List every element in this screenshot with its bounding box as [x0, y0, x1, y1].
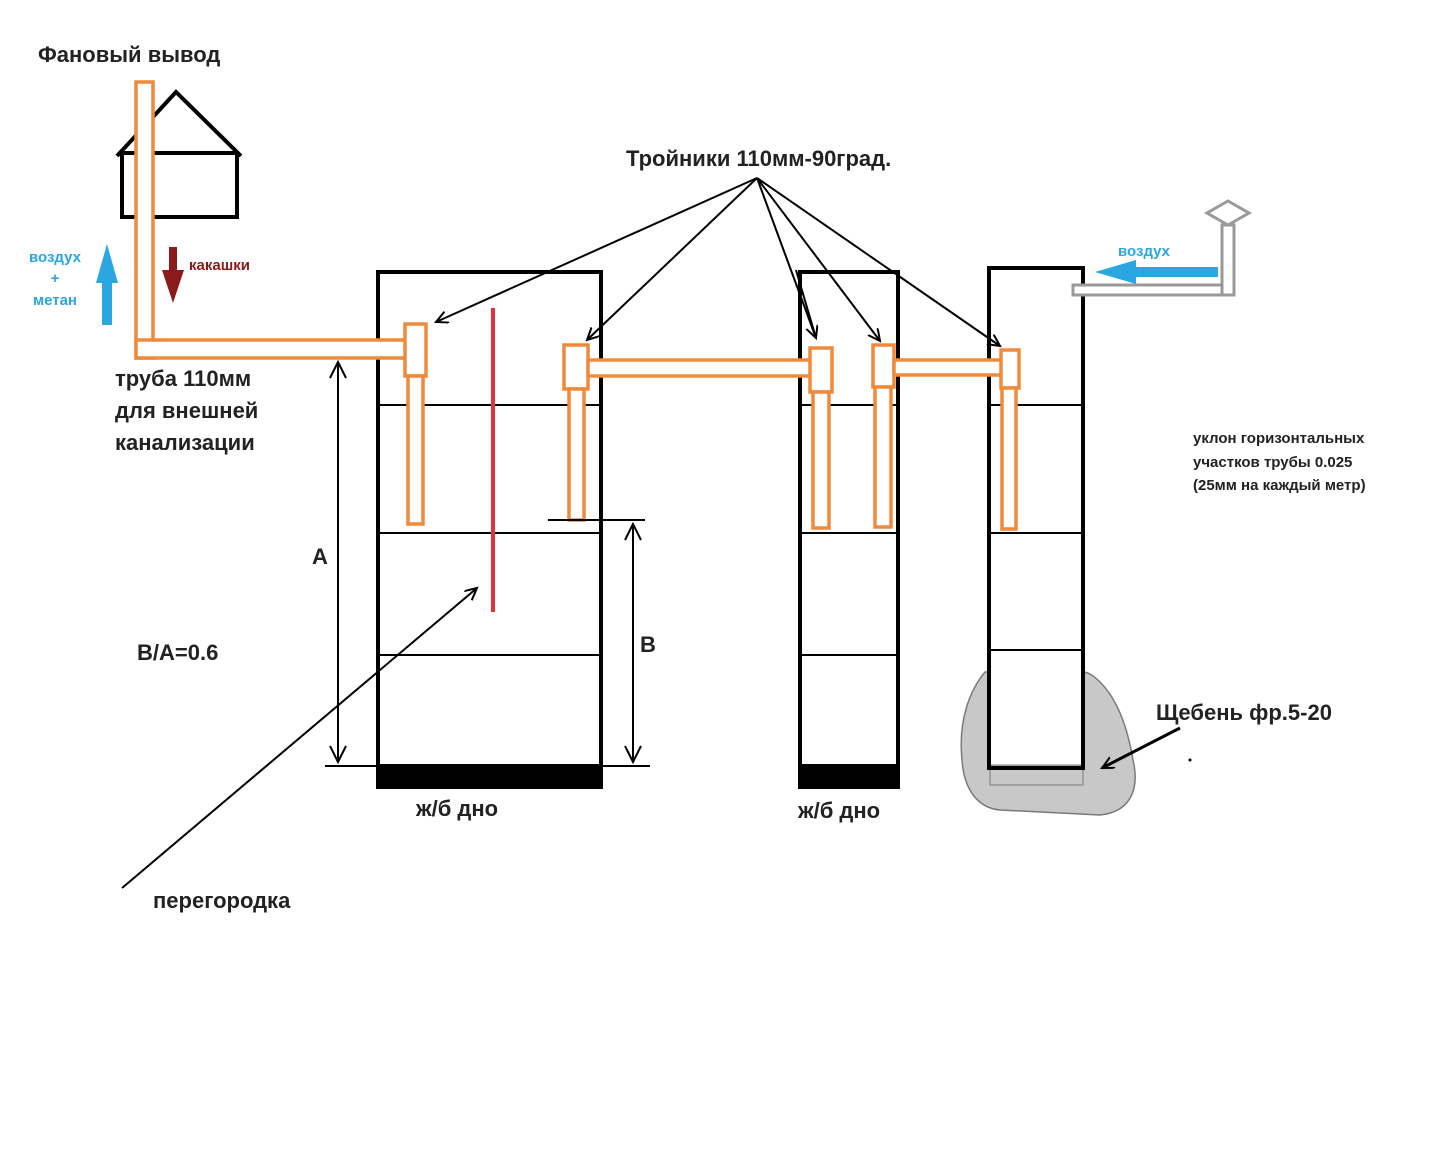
air-methane-label-3: метан — [33, 292, 77, 309]
air-methane-label-1: воздух — [29, 249, 82, 266]
stray-dot — [1188, 758, 1192, 762]
pipe-2-3 — [892, 358, 1006, 377]
tee-4-leg — [873, 385, 893, 529]
tee-3-leg — [811, 390, 831, 530]
tee-3 — [808, 346, 834, 394]
tee-2 — [562, 343, 590, 391]
pipe-label-2: для внешней — [115, 398, 258, 423]
dimension-a — [325, 359, 650, 767]
bottom-2-label: ж/б дно — [797, 798, 880, 823]
fan-vent-label: Фановый вывод — [38, 42, 220, 67]
poop-label: какашки — [189, 257, 250, 274]
gravel-label: Щебень фр.5-20 — [1156, 700, 1332, 725]
tee-1-leg — [406, 374, 425, 526]
air-right-label: воздух — [1118, 243, 1171, 260]
slope-label-2: участков трубы 0.025 — [1193, 454, 1352, 471]
pipe-label-1: труба 110мм — [115, 366, 251, 391]
vent-pipe — [134, 80, 155, 360]
tee-5-leg — [1000, 386, 1018, 531]
air-up-arrow — [96, 244, 118, 325]
partition-label: перегородка — [153, 888, 291, 913]
tee-pointer-arrows — [436, 177, 1000, 346]
pipe-label-3: канализации — [115, 430, 255, 455]
concrete-bottom-2 — [798, 764, 900, 789]
bottom-1-label: ж/б дно — [415, 796, 498, 821]
air-methane-label-2: + — [51, 270, 60, 287]
tee-5 — [999, 348, 1021, 390]
tee-4 — [871, 343, 896, 389]
waste-down-arrow — [162, 247, 184, 303]
concrete-bottom-1 — [376, 764, 603, 789]
chamber-3 — [987, 266, 1085, 770]
air-left-arrow — [1095, 260, 1218, 284]
slope-label-3: (25мм на каждый метр) — [1193, 477, 1366, 494]
slope-label-1: уклон горизонтальных — [1193, 430, 1365, 447]
gravel-pointer — [1102, 726, 1181, 770]
ratio-label: B/A=0.6 — [137, 640, 218, 665]
tee-1 — [403, 322, 428, 378]
dimension-b-label: B — [640, 632, 656, 657]
pipe-1-2 — [586, 358, 822, 378]
inlet-pipe — [134, 338, 420, 360]
pipes — [134, 80, 1021, 531]
dimension-b — [548, 519, 645, 765]
chamber-2 — [798, 270, 900, 789]
vent-stack — [1071, 199, 1253, 297]
dimension-a-label: A — [312, 544, 328, 569]
tees-label: Тройники 110мм-90град. — [626, 146, 891, 171]
partition-pointer — [121, 588, 477, 889]
tee-2-leg — [567, 387, 586, 522]
